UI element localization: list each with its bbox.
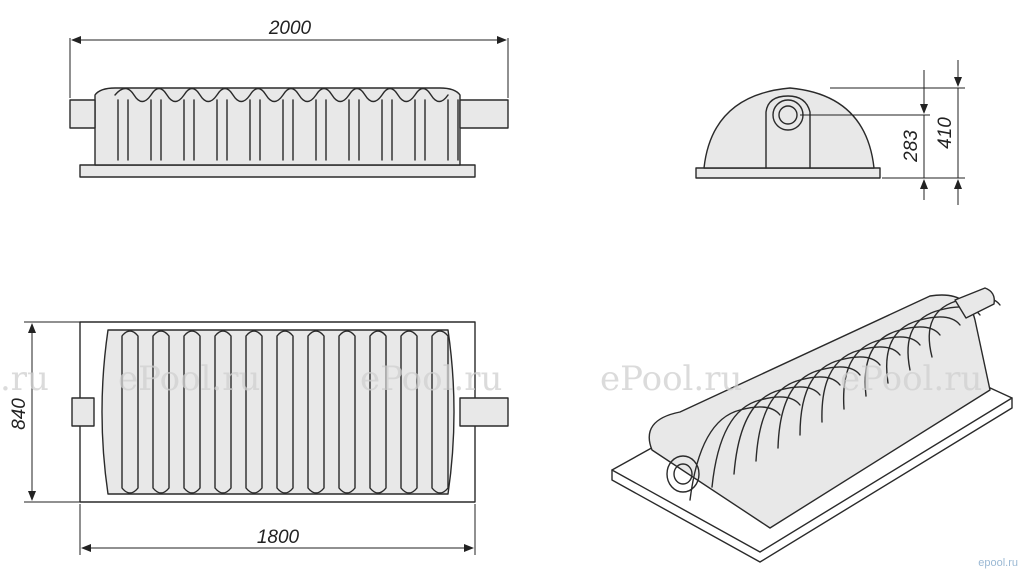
dimension-label-410: 410 <box>935 117 956 149</box>
iso-corrugation <box>689 296 1001 501</box>
top-tank-body <box>101 329 455 495</box>
watermark-text: ePool.ru <box>360 359 502 399</box>
top-outlet-pipe <box>459 397 509 427</box>
iso-tank-body <box>648 294 991 529</box>
side-tank-body <box>94 87 461 166</box>
watermarks: ePool.ru ePool.ru ePool.ru ePool.ru .ru <box>0 359 982 399</box>
watermark-text: .ru <box>0 359 49 399</box>
iso-rib <box>755 376 841 462</box>
top-rib <box>431 330 449 494</box>
side-outlet-pipe <box>459 99 509 129</box>
top-rib <box>245 330 263 494</box>
side-view: 2000 <box>69 18 509 178</box>
iso-rib <box>777 366 861 449</box>
corner-logo: epool.ru <box>978 557 1018 569</box>
top-rib <box>183 330 201 494</box>
iso-rib <box>689 406 781 501</box>
top-rib <box>307 330 325 494</box>
watermark-text: ePool.ru <box>600 359 742 399</box>
top-rib <box>214 330 232 494</box>
end-inlet-hole <box>778 105 798 125</box>
top-rib <box>276 330 294 494</box>
end-base-plate <box>695 167 881 179</box>
top-inlet-pipe <box>71 397 95 427</box>
end-tank-dome <box>703 87 875 169</box>
iso-rib <box>733 386 821 475</box>
top-rib <box>338 330 356 494</box>
side-inlet-pipe <box>69 99 96 129</box>
end-view: 283 410 <box>695 60 965 205</box>
iso-inlet-hole <box>673 463 693 485</box>
watermark-text: ePool.ru <box>118 359 260 399</box>
iso-outlet-pipe <box>954 287 995 319</box>
side-corrugation <box>114 87 459 161</box>
side-rib-crest <box>114 87 449 103</box>
iso-inlet-ring <box>666 455 700 493</box>
dimension-label-2000: 2000 <box>268 18 312 39</box>
iso-rib <box>711 396 801 488</box>
dimension-label-1800: 1800 <box>257 527 300 548</box>
top-rib <box>400 330 418 494</box>
top-rib <box>152 330 170 494</box>
dimension-label-840: 840 <box>9 398 30 430</box>
end-inlet-boss <box>765 95 811 169</box>
top-corrugation <box>121 330 449 494</box>
watermark-text: ePool.ru <box>840 359 982 399</box>
top-view: 840 1800 <box>9 321 509 555</box>
dimension-label-283: 283 <box>901 130 922 163</box>
side-base-plate <box>79 164 476 178</box>
top-rib <box>369 330 387 494</box>
top-rib <box>121 330 139 494</box>
isometric-view <box>611 287 1013 563</box>
